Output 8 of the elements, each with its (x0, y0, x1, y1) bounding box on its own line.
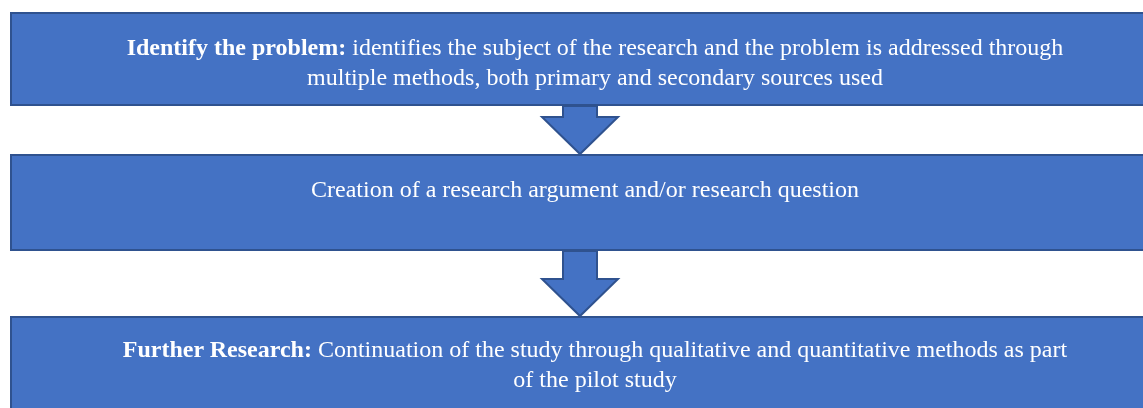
block-arrow (539, 250, 621, 318)
block-arrow (539, 105, 621, 156)
process-box (10, 12, 1143, 106)
box-text: Creation of a research argument and/or research question (311, 175, 859, 204)
process-box (10, 154, 1143, 251)
box-text: Identify the problem: identifies the subject of the research and the problem is addressed through multiple methods, both primary and secondary sources used (125, 33, 1065, 92)
process-box (10, 316, 1143, 408)
box-text: Further Research: Continuation of the study through qualitative and quantitative methods as part of the pilot study (121, 335, 1069, 394)
